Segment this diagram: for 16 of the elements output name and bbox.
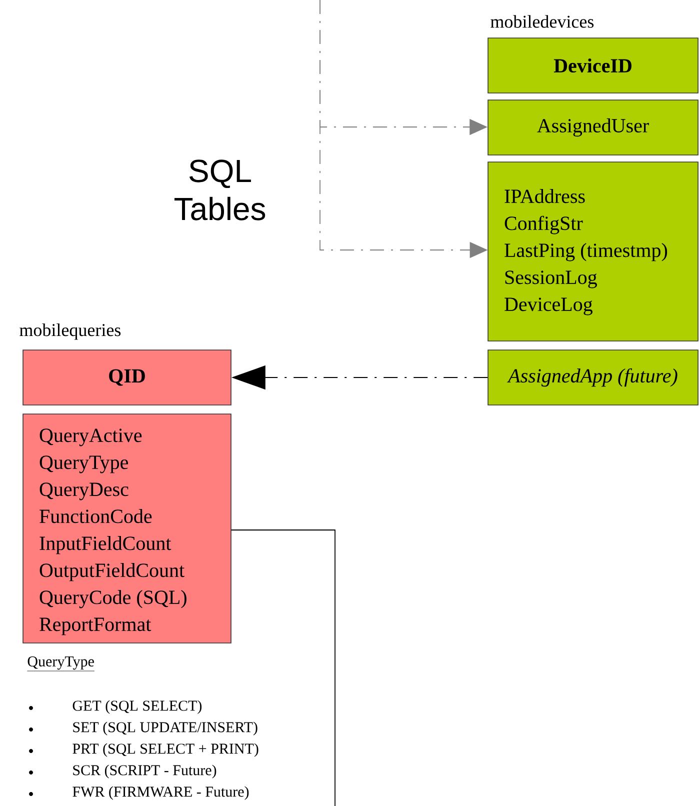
table-name: mobiledevices [490, 15, 594, 28]
table-name: mobilequeries [20, 323, 121, 340]
key-field-box: DeviceID [488, 38, 698, 94]
heading: SQL Tables [174, 160, 266, 220]
list-item: SCR (SCRIPT - Future) [73, 764, 216, 778]
list-item: SET (SQL UPDATE/INSERT) [73, 722, 258, 736]
list-heading: QueryType [27, 656, 95, 672]
list-item: FWR (FIRMWARE - Future) [72, 786, 249, 800]
field-list-box: QueryActive QueryType QueryDesc FunctionCode InputFieldCount OutputFieldCount QueryCode (SQL) ReportFormat [22, 414, 232, 644]
key-field-box: QID [22, 350, 232, 406]
list-item: GET (SQL SELECT) [72, 700, 202, 714]
field-box: AssignedUser [488, 100, 698, 156]
list-item: PRT (SQL SELECT + PRINT) [72, 743, 258, 757]
connector-line [230, 530, 336, 806]
field-list-box: IPAddress ConfigStr LastPing (timestmp) SessionLog DeviceLog [488, 162, 698, 342]
field-box: AssignedApp (future) [488, 350, 698, 406]
